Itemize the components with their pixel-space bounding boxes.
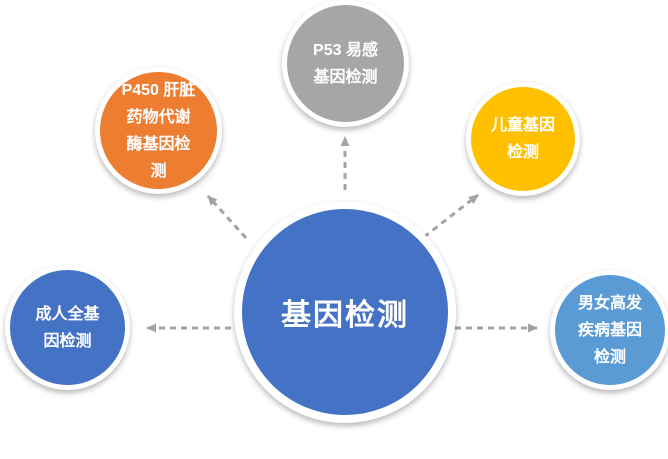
node-label-line: 检测 (593, 348, 626, 366)
node-p53-gene-test: P53 易感 基因检测 (282, 0, 409, 127)
node-label-line: P450 肝脏 (121, 81, 196, 99)
node-label-line: 药物代谢 (126, 108, 191, 126)
node-label-line: 检测 (506, 144, 539, 161)
node-high-incidence-disease-gene-test: 男女高发 疾病基因 检测 (550, 270, 668, 390)
node-label-line: 因检测 (43, 332, 92, 350)
node-label-line: 酶基因检 (126, 135, 191, 153)
node-children-gene-test: 儿童基因 检测 (466, 82, 580, 196)
node-p450-liver-enzyme-gene-test: P450 肝脏 药物代谢 酶基因检 测 (95, 67, 222, 194)
node-label-line: 测 (150, 162, 167, 180)
connector-arrow-upper-left (206, 194, 248, 240)
node-adult-whole-gene-test: 成人全基 因检测 (5, 265, 130, 390)
node-label-line: P53 易感 (313, 41, 378, 59)
center-node-label: 基因检测 (281, 299, 409, 332)
node-label-line: 男女高发 (577, 294, 642, 312)
node-label-line: 基因检测 (313, 68, 378, 86)
center-node-gene-test: 基因检测 (234, 201, 456, 423)
connector-arrow-upper-right (423, 193, 479, 239)
node-label-line: 儿童基因 (490, 117, 555, 134)
node-label-line: 成人全基 (35, 305, 100, 323)
node-label-line: 疾病基因 (577, 321, 642, 339)
